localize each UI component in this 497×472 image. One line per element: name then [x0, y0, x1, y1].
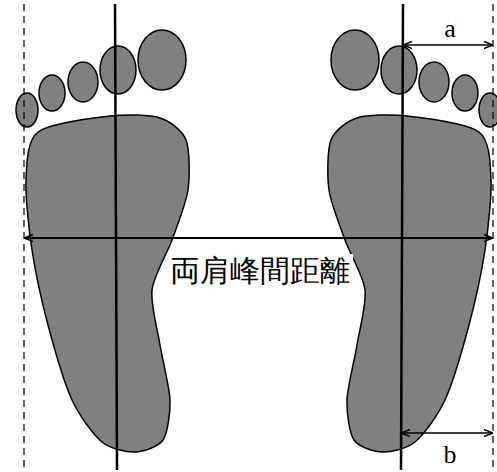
toe — [138, 30, 186, 90]
dimension-label: a — [444, 16, 456, 42]
toe — [16, 93, 38, 127]
dimension-label: 両肩峰間距離 — [167, 254, 353, 288]
toe — [452, 75, 478, 111]
edge-dashed-line — [23, 4, 24, 470]
toe — [331, 30, 379, 90]
edge-dashed-line — [492, 4, 493, 470]
footprint — [16, 30, 189, 452]
toe — [68, 62, 98, 102]
toe — [419, 62, 449, 102]
toe — [381, 46, 417, 94]
foot-sole — [26, 115, 189, 452]
dimension-label: b — [444, 442, 457, 468]
toe — [479, 93, 497, 127]
dimension-arrow — [25, 237, 492, 239]
dimension-arrow — [404, 44, 492, 46]
footprint — [328, 30, 497, 452]
dimension-arrow — [402, 432, 492, 434]
toe — [100, 46, 136, 94]
toe — [39, 75, 65, 111]
